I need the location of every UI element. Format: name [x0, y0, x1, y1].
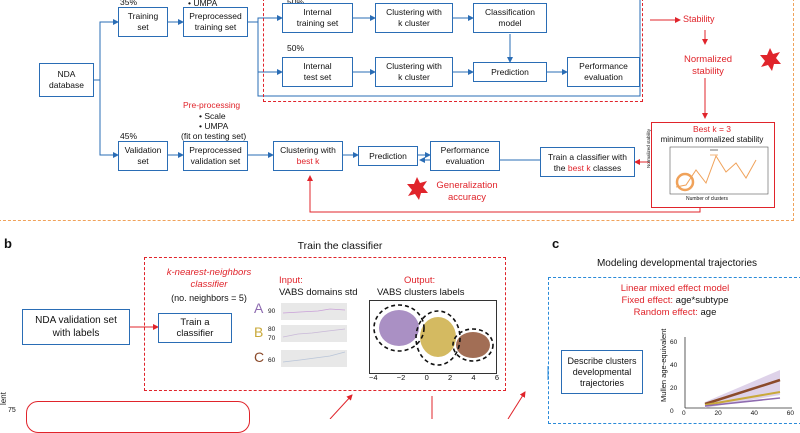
inset-title-red: Best k = 3	[692, 124, 732, 134]
train-classifier-label: Train a classifier with the	[547, 152, 628, 173]
validation-set-box: Validation set	[118, 141, 168, 171]
inset-title: minimum normalized stability	[660, 135, 764, 144]
panel-c-letter: c	[552, 236, 560, 251]
best-k-classes-label: best k	[567, 163, 591, 173]
performance-eval-box: Performance evaluation	[567, 57, 640, 87]
panel-b-letter: b	[4, 236, 12, 251]
clustering-k2-box: Clustering with k cluster	[375, 57, 453, 87]
group-b-tick-1: 80	[268, 326, 276, 333]
generalization-label: Generalization accuracy	[436, 180, 498, 203]
clustering-best-k-box: Clustering with best k	[273, 141, 343, 171]
clustering-best-label: Clustering with	[280, 145, 336, 155]
fixed-label: Fixed effect:	[621, 295, 674, 306]
inset-xlabel: Number of clusters	[686, 196, 728, 202]
pct-training-label: 35%	[120, 0, 138, 7]
classes-label: classes	[590, 163, 622, 173]
input-label: Input:	[279, 275, 303, 286]
xtick: −4	[369, 373, 378, 382]
classification-model-box: Classification model	[473, 3, 547, 33]
preprocessing-title: Pre-processing	[183, 100, 241, 110]
xtick: 40	[750, 410, 758, 417]
nda-validation-box: NDA validation set with labels	[22, 309, 130, 345]
pct-test-label: 50%	[287, 43, 305, 53]
xtick: 0	[424, 373, 429, 382]
mullen-ylabel: Mullen age-equivalent	[659, 328, 668, 402]
group-b-chart	[281, 325, 347, 342]
training-set-box: Training set	[118, 7, 168, 37]
mullen-yticks: 60 40 20 0	[670, 331, 677, 423]
input-sub: VABS domains std	[279, 287, 358, 298]
panel-b-title: Train the classifier	[297, 240, 383, 252]
bottom-left-frame	[26, 401, 250, 433]
output-label: Output:	[404, 275, 436, 286]
xtick: 4	[471, 373, 476, 382]
ytick: 20	[670, 385, 678, 392]
xtick: 0	[682, 410, 686, 417]
preprocessing-item-2: • UMPA	[199, 121, 229, 131]
internal-test-box: Internal test set	[282, 57, 353, 87]
train-classifier-frame	[144, 257, 506, 391]
random-label: Random effect:	[633, 307, 698, 318]
internal-cv-frame	[263, 0, 643, 102]
left-axis-label: lent	[0, 392, 8, 405]
clustering-k-box: Clustering with k cluster	[375, 3, 453, 33]
preprocessed-training-box: Preprocessed training set	[183, 7, 248, 37]
describe-trajectories-box: Describe clusters developmental trajecto…	[561, 350, 643, 394]
preprocessed-validation-box: Preprocessed validation set	[183, 141, 248, 171]
inset-ylabel: Normalized stability	[646, 128, 651, 168]
train-a-classifier-box: Train a classifier	[158, 313, 232, 343]
fixed-effect-line: Fixed effect: age*subtype	[570, 295, 780, 306]
knn-param: (no. neighbors = 5)	[171, 293, 247, 303]
group-c-letter: C	[254, 349, 265, 365]
stability-label: Stability	[683, 14, 715, 24]
random-effect-line: Random effect: age	[570, 307, 780, 318]
group-a-tick: 90	[268, 308, 276, 315]
group-b-letter: B	[254, 324, 264, 340]
knn-title: k-nearest-neighbors classifier	[166, 267, 252, 290]
preprocessing-item-3: (fit on testing set)	[181, 131, 247, 141]
best-k-label: best k	[296, 156, 320, 166]
group-a-letter: A	[254, 300, 264, 316]
ytick: 0	[670, 408, 674, 415]
left-axis-tick: 75	[8, 407, 16, 414]
xtick: 6	[494, 373, 499, 382]
prediction2-box: Prediction	[358, 146, 418, 166]
random-value: age	[697, 307, 717, 318]
train-classifier-best-k-box: Train a classifier with the best k class…	[540, 147, 635, 177]
group-c-chart	[281, 350, 347, 367]
cluster-scatter	[369, 300, 497, 374]
xtick: 2	[448, 373, 453, 382]
mullen-xticks: 0 20 40 60	[682, 410, 794, 418]
group-b-tick-2: 70	[268, 335, 276, 342]
xtick: −2	[396, 373, 406, 382]
ytick: 40	[670, 362, 678, 369]
panel-a-frame	[0, 0, 794, 221]
fixed-value: age*subtype	[673, 295, 729, 306]
xtick: 20	[714, 410, 722, 417]
performance-eval2-box: Performance evaluation	[430, 141, 500, 171]
preprocessing-item-1: • Scale	[199, 111, 226, 121]
lme-title: Linear mixed effect model	[620, 283, 730, 294]
group-a-chart	[281, 303, 347, 320]
normalized-stability-label: Normalized stability	[683, 54, 733, 77]
group-c-tick: 60	[268, 357, 276, 364]
nda-database-box: NDA database	[39, 63, 94, 97]
prediction-box: Prediction	[473, 62, 547, 82]
scatter-xticks: −4 −2 0 2 4 6	[369, 373, 499, 383]
panel-c-title: Modeling developmental trajectories	[596, 258, 758, 269]
pct-validation-label: 45%	[120, 131, 138, 141]
xtick: 60	[786, 410, 794, 417]
internal-training-box: Internal training set	[282, 3, 353, 33]
umpa-note: • UMPA	[188, 0, 218, 8]
output-sub: VABS clusters labels	[377, 287, 465, 298]
ytick: 60	[670, 339, 678, 346]
